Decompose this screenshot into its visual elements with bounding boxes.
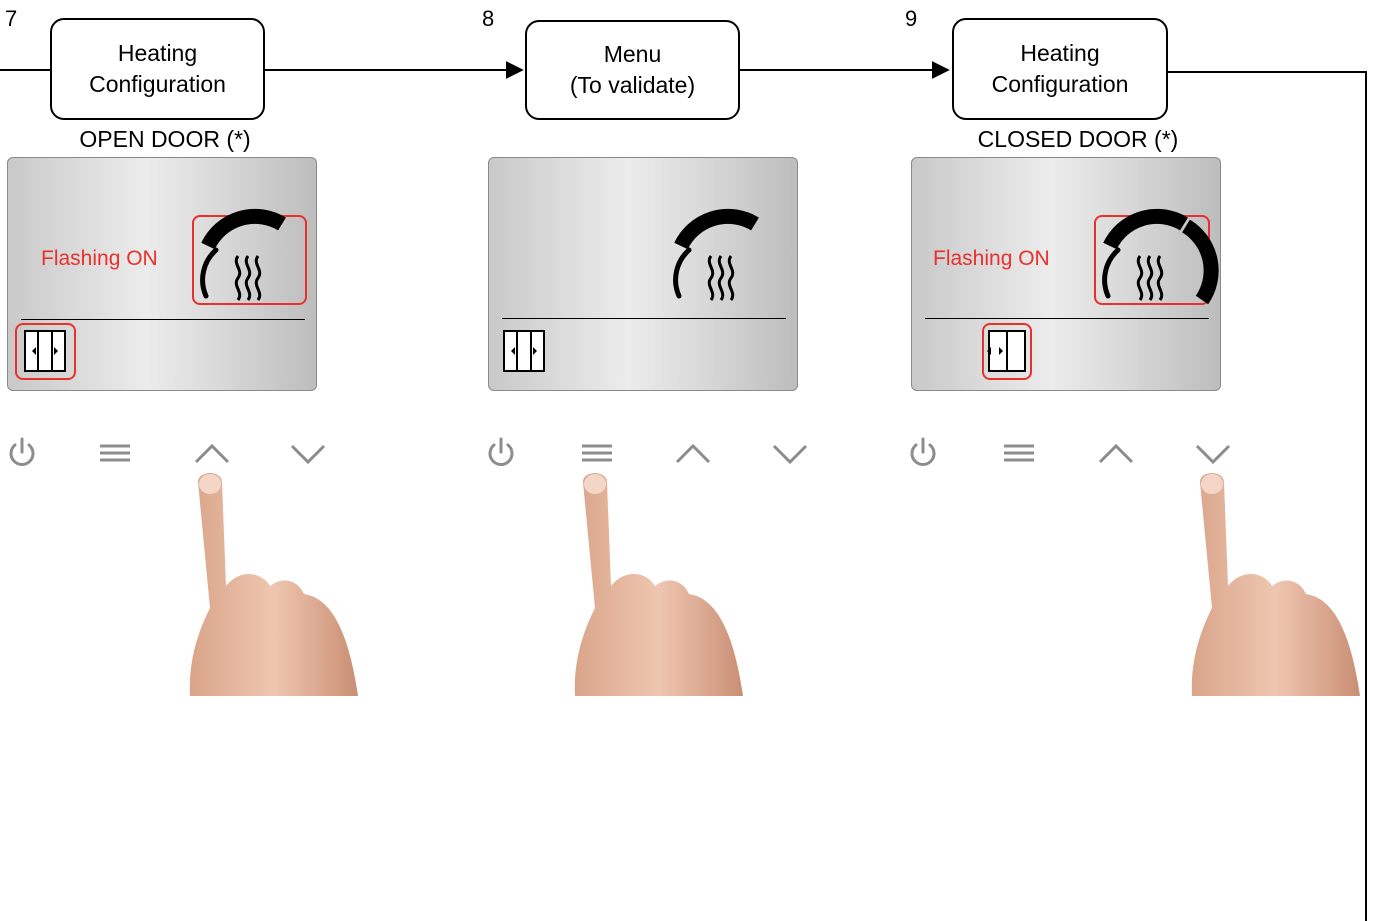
power-icon[interactable] bbox=[2, 432, 42, 472]
status-text: Flashing ON bbox=[41, 247, 158, 270]
step-box: Menu (To validate) bbox=[525, 20, 740, 120]
menu-icon[interactable] bbox=[95, 432, 135, 472]
thermostat-display bbox=[488, 157, 798, 391]
menu-icon[interactable] bbox=[999, 432, 1039, 472]
status-text: Flashing ON bbox=[933, 247, 1050, 270]
step-number: 9 bbox=[905, 6, 918, 31]
step-box: Heating Configuration bbox=[952, 18, 1168, 120]
step-box-line: Heating bbox=[117, 40, 198, 66]
pointing-hand-image bbox=[1191, 473, 1360, 696]
chevron-up-icon[interactable] bbox=[673, 432, 713, 472]
power-icon[interactable] bbox=[903, 432, 943, 472]
step-number: 8 bbox=[482, 6, 495, 31]
step-box-line: Configuration bbox=[89, 71, 226, 97]
chevron-down-icon[interactable] bbox=[1193, 432, 1233, 472]
power-icon[interactable] bbox=[481, 432, 521, 472]
step-box-line: (To validate) bbox=[569, 72, 696, 98]
thermostat-display: Flashing ON bbox=[911, 157, 1221, 391]
chevron-down-icon[interactable] bbox=[770, 432, 810, 472]
heating-gauge-icon bbox=[673, 208, 759, 301]
door-highlight bbox=[15, 323, 76, 380]
display-divider bbox=[21, 319, 305, 320]
display-divider bbox=[502, 318, 786, 319]
pointing-hand-image bbox=[574, 473, 743, 696]
door-highlight bbox=[982, 323, 1032, 380]
step-number: 7 bbox=[5, 6, 18, 31]
menu-icon[interactable] bbox=[577, 432, 617, 472]
pointing-hand-image bbox=[189, 473, 358, 696]
heating-gauge-icon bbox=[200, 208, 286, 301]
door-state-caption: CLOSED DOOR (*) bbox=[977, 126, 1179, 152]
thermostat-display: Flashing ON bbox=[7, 157, 317, 391]
door-open-icon bbox=[24, 330, 66, 372]
door-state-caption: OPEN DOOR (*) bbox=[79, 126, 251, 152]
chevron-down-icon[interactable] bbox=[288, 432, 328, 472]
step-box-line: Menu bbox=[603, 41, 662, 67]
heating-gauge-icon bbox=[1102, 208, 1219, 305]
display-divider bbox=[925, 318, 1209, 319]
door-closed-icon bbox=[987, 330, 1026, 372]
step-box-line: Heating bbox=[1020, 40, 1100, 66]
chevron-up-icon[interactable] bbox=[1096, 432, 1136, 472]
chevron-up-icon[interactable] bbox=[192, 432, 232, 472]
step-box: Heating Configuration bbox=[50, 18, 265, 120]
step-box-line: Configuration bbox=[991, 71, 1129, 97]
door-open-icon bbox=[503, 330, 545, 372]
outgoing-connector bbox=[1168, 71, 1367, 921]
